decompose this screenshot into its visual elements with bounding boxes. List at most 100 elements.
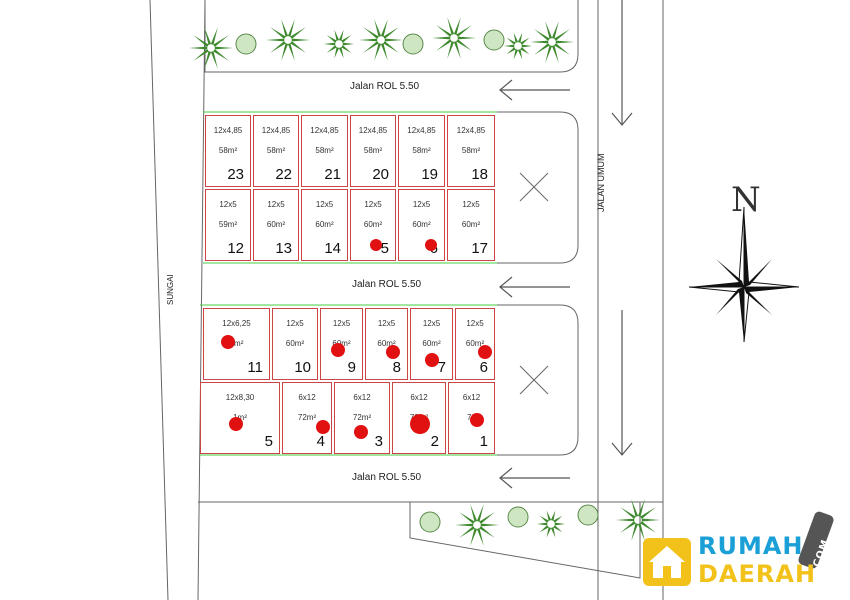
- lot-number: 13: [275, 240, 292, 257]
- lot-number: 8: [392, 359, 401, 376]
- main-road-label: JALAN UMUM: [596, 153, 606, 212]
- lot-area: 60m²: [461, 220, 481, 229]
- lot-number: 2: [430, 433, 439, 450]
- lot-dimension: 12x5: [377, 319, 396, 328]
- tree-icon: [235, 33, 257, 55]
- trees-group: [189, 17, 660, 546]
- road-label-top: Jalan ROL 5.50: [350, 81, 420, 92]
- sold-marker: [370, 239, 382, 251]
- lot-area: 72m²: [352, 413, 372, 422]
- lot-number: 19: [421, 166, 438, 183]
- lot-dimension: 12x4,85: [213, 126, 243, 135]
- sold-marker: [331, 343, 345, 357]
- lot-13: 12x5 60m² 13: [253, 189, 299, 261]
- lot-number: 1: [479, 433, 488, 450]
- lot-area: 59m²: [218, 220, 238, 229]
- sold-marker: [221, 335, 235, 349]
- compass-rose-icon: [688, 206, 800, 343]
- road-label-bottom: Jalan ROL 5.50: [352, 472, 422, 483]
- lot-number: 5: [380, 240, 389, 257]
- river-label: SUNGAI: [166, 274, 175, 305]
- lot-number: 9: [347, 359, 356, 376]
- lot-number: 21: [324, 166, 341, 183]
- lot-dimension: 12x5: [267, 200, 285, 209]
- lot-dimension: 12x5: [412, 200, 431, 209]
- tree-icon: [402, 33, 424, 55]
- lot-area: 58m²: [412, 146, 431, 155]
- lot-number: 3: [374, 433, 383, 450]
- tree-icon: [530, 21, 574, 63]
- dotcom-badge: [798, 511, 834, 569]
- tree-icon: [504, 32, 532, 60]
- lot-dimension: 12x4,85: [261, 126, 291, 135]
- lot-dimension: 6x12: [298, 393, 316, 402]
- river-bank-right: [197, 0, 206, 600]
- lot-dimension: 12x4,85: [310, 126, 339, 135]
- lot-dimension: 12x5: [422, 319, 441, 328]
- lot-7: 12x5 60m² 7: [410, 308, 453, 380]
- sold-marker: [425, 353, 439, 367]
- sold-marker: [478, 345, 492, 359]
- lot-number: 6: [479, 359, 488, 376]
- sold-marker: [470, 413, 484, 427]
- tree-icon: [577, 504, 599, 526]
- lot-dimension: 12x5: [315, 200, 334, 209]
- lot-23: 12x4,85 58m² 23: [205, 115, 251, 187]
- lot-number: 17: [471, 240, 488, 257]
- lot-12: 12x5 59m² 12: [205, 189, 251, 261]
- lot-dimension: 12x5: [219, 200, 237, 209]
- lot-area: 60m²: [266, 220, 286, 229]
- lot-number: 11: [247, 359, 263, 376]
- tree-icon: [537, 510, 565, 538]
- lot-number: 23: [227, 166, 244, 183]
- lot-area: 58m²: [218, 146, 238, 155]
- lot-number: 18: [471, 166, 488, 183]
- empty-lot-x-bottom: [519, 365, 549, 395]
- sold-marker: [425, 239, 437, 251]
- lot-number: 12: [227, 240, 244, 257]
- tree-icon: [266, 19, 310, 61]
- lot-dimension: 12x5: [466, 319, 484, 328]
- tree-icon: [432, 17, 476, 59]
- lot-number: 7: [437, 359, 446, 376]
- river-bank-left: [149, 0, 169, 600]
- sold-marker: [410, 414, 430, 434]
- bottom-block-outline: [200, 304, 579, 456]
- lot-number: 20: [372, 166, 389, 183]
- arrow-left-middle: [499, 276, 570, 298]
- sold-marker: [386, 345, 400, 359]
- lot-dimension: 6x12: [410, 393, 428, 402]
- sold-marker: [354, 425, 368, 439]
- lot-dimension: 12x8,30: [225, 393, 255, 402]
- lot-area: 72m²: [297, 413, 317, 422]
- tree-icon: [616, 499, 660, 541]
- lot-dimension: 12x4,85: [358, 126, 388, 135]
- lot-dimension: 12x4,85: [407, 126, 436, 135]
- north-label: N: [731, 180, 761, 220]
- tree-icon: [455, 504, 499, 546]
- watermark: RUMAH DAERAH .COM: [640, 532, 840, 594]
- arrow-left-bottom: [499, 467, 570, 489]
- lot-number: 4: [316, 433, 325, 450]
- tree-icon: [507, 506, 529, 528]
- lot-dimension: 12x5: [332, 319, 351, 328]
- tree-icon: [483, 29, 505, 51]
- lot-area: 60m²: [422, 339, 441, 348]
- watermark-suffix: .COM: [809, 537, 832, 574]
- lot-area: 60m²: [285, 339, 305, 348]
- top-green-strip: [204, 0, 579, 73]
- lot-number: 22: [275, 166, 292, 183]
- lot-area: 60m²: [363, 220, 383, 229]
- lot-number: 14: [324, 240, 341, 257]
- top-block-outline: [203, 111, 579, 264]
- lot-19: 12x4,85 58m² 19: [398, 115, 445, 187]
